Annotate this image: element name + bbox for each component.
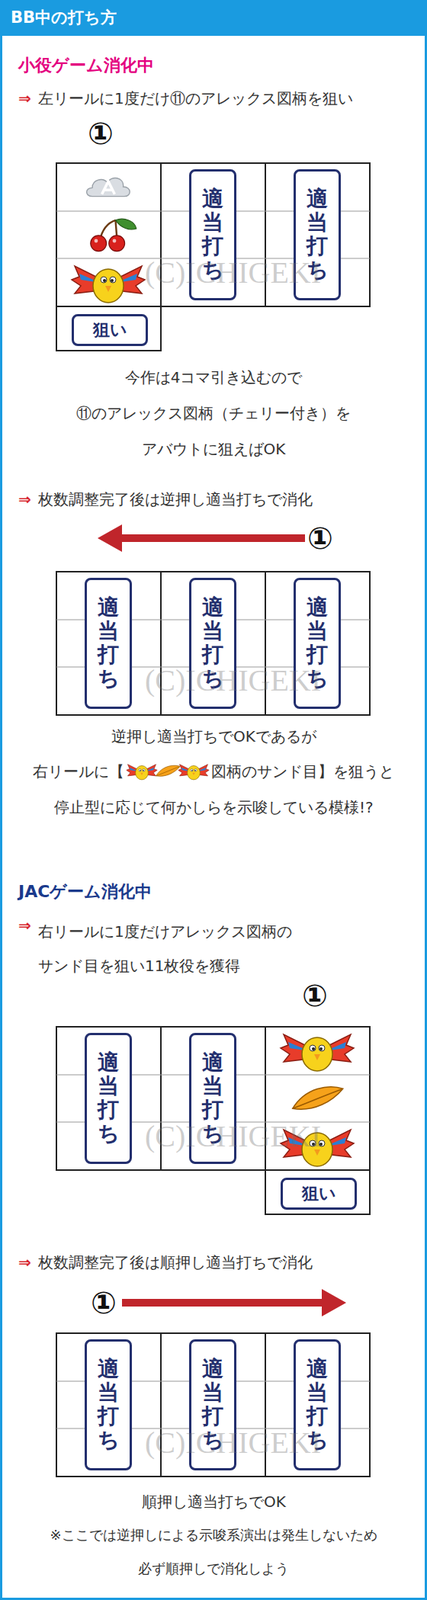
watermark: (C)ICHIGEKI: [144, 1119, 322, 1155]
reel-symbols: [71, 178, 354, 1167]
instruction: 右リールに1度だけアレックス図柄の サンド目を狙い11枚役を獲得: [38, 915, 374, 984]
note: 今作は4コマ引き込むので ⑪のアレックス図柄（チェリー付き）を アバウトに狙えば…: [61, 359, 366, 468]
arrows: [97, 524, 347, 1317]
section-heading: 小役ゲーム消化中: [18, 54, 155, 77]
arrow-mark: ⇒: [18, 488, 32, 511]
reel-text: 適当打ち: [97, 1358, 119, 1452]
aim-box: 狙い: [71, 314, 148, 347]
instruction: 枚数調整完了後は逆押し適当打ちで消化: [38, 488, 313, 511]
watermark: (C)ICHIGEKI: [144, 1425, 322, 1461]
watermark: (C)ICHIGEKI: [144, 255, 322, 291]
aim-box: 狙い: [280, 1178, 357, 1211]
note: 停止型に応じて何かしらを示唆している模様!?: [54, 796, 374, 819]
section-heading: JACゲーム消化中: [18, 881, 152, 903]
row-lines: [56, 211, 370, 1429]
symbol-icons: [125, 760, 210, 784]
aim-text: 狙い: [301, 1182, 337, 1206]
header-band: [0, 0, 427, 36]
watermark: (C)ICHIGEKI: [144, 663, 322, 699]
instruction: 枚数調整完了後は順押し適当打ちで消化: [38, 1252, 313, 1274]
callout-number: ①: [88, 1285, 119, 1321]
callout-number: ①: [85, 115, 116, 151]
reel-box: 適当打ち: [84, 1033, 132, 1165]
title: BB中の打ち方: [10, 6, 117, 29]
arrow-mark: ⇒: [18, 1252, 32, 1274]
note: 順押し適当打ちでOK: [141, 1491, 286, 1513]
callout-number: ①: [299, 978, 331, 1014]
note: 図柄のサンド目】を狙うと: [211, 760, 395, 783]
arrow-mark: ⇒: [18, 87, 32, 110]
reel-box: 適当打ち: [84, 577, 132, 710]
instruction: 左リールに1度だけ⑪のアレックス図柄を狙い: [38, 87, 354, 110]
aim-text: 狙い: [93, 318, 128, 342]
reel-text: 適当打ち: [97, 596, 119, 691]
note: ※ここでは逆押しによる示唆系演出は発生しないため 必ず順押しで消化しよう: [19, 1518, 408, 1586]
note: 逆押し適当打ちでOKであるが: [111, 725, 317, 748]
callout-number: ①: [305, 520, 336, 556]
reel-box: 適当打ち: [84, 1339, 132, 1471]
reel-text: 適当打ち: [97, 1051, 119, 1146]
reel-lines: [160, 163, 266, 1477]
arrow-mark: ⇒: [18, 915, 32, 937]
note: 右リールに【: [32, 760, 125, 783]
reel-grid: [56, 163, 370, 1477]
